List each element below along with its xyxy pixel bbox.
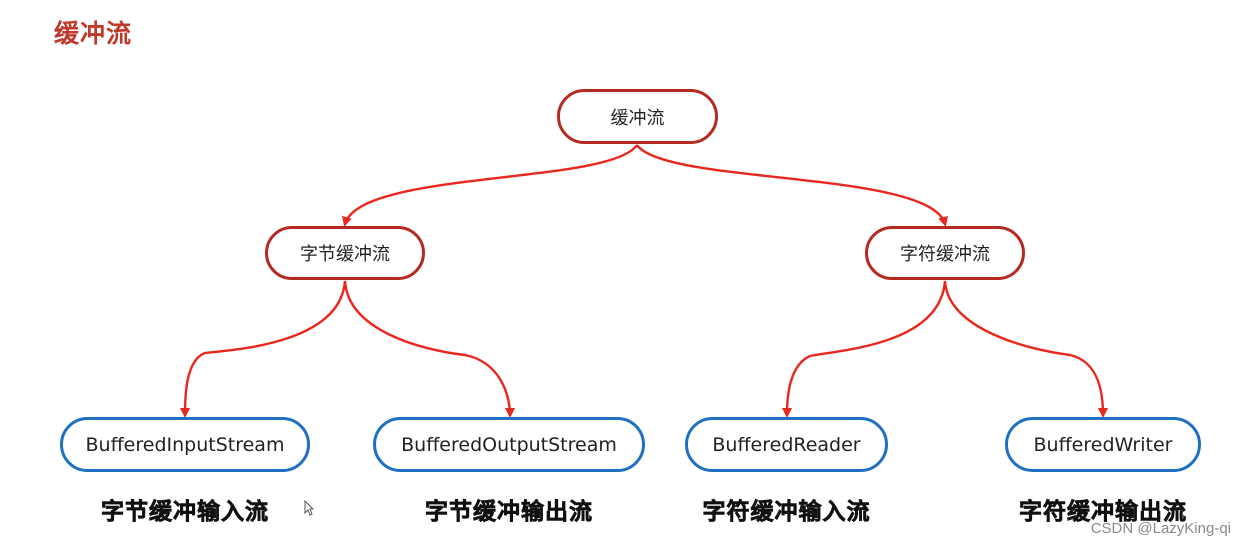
arrow-root-to-char [636,144,948,227]
arrow-char-to-bw [943,280,1108,418]
arrow-char-to-br [782,280,947,418]
caption-char-buffered-input: 字符缓冲输入流 [702,499,871,526]
node-buffered-reader: BufferedReader [685,417,888,472]
node-char-buffered-stream: 字符缓冲流 [865,226,1025,280]
watermark: CSDN @LazyKing-qi [1090,520,1231,537]
caption-char-buffered-output: 字符缓冲输出流 [1019,499,1187,526]
page-title: 缓冲流 [54,19,133,48]
caption-byte-buffered-input: 字节缓冲输入流 [101,499,269,526]
arrow-root-to-byte [342,144,638,227]
node-buffered-input-stream: BufferedInputStream [60,417,310,472]
node-buffered-output-stream: BufferedOutputStream [373,417,645,472]
mouse-cursor-icon [304,500,314,516]
node-buffered-writer: BufferedWriter [1005,417,1201,472]
node-byte-buffered-stream: 字节缓冲流 [265,226,425,280]
node-buffered-stream: 缓冲流 [557,89,718,144]
arrow-byte-to-bis [180,280,347,418]
arrow-byte-to-bos [343,280,515,418]
caption-byte-buffered-output: 字节缓冲输出流 [425,499,593,526]
